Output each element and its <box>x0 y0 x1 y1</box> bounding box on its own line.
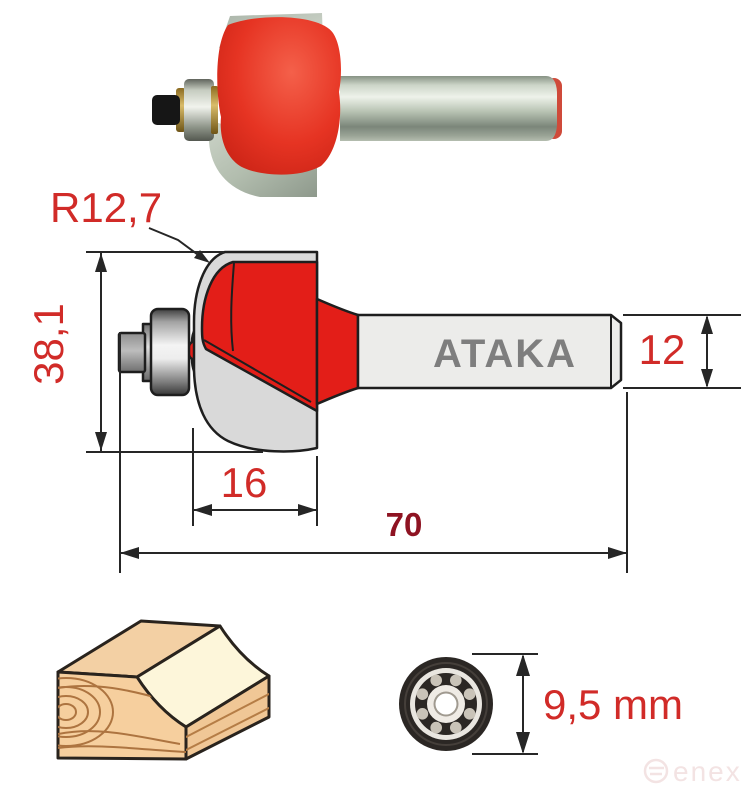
technical-drawing: ATAKA 38,1 R12,7 12 <box>25 184 741 573</box>
bearing-balls <box>416 674 476 734</box>
photo-washer-right <box>211 86 218 134</box>
bearing-outer-highlight <box>404 662 488 746</box>
height-label: 38,1 <box>25 303 72 385</box>
overall-length-label: 70 <box>386 506 423 543</box>
drawing-cutter-body <box>200 260 319 413</box>
watermark: enex <box>643 756 742 787</box>
radius-label: R12,7 <box>50 184 162 231</box>
watermark-logo-icon <box>643 758 669 784</box>
drawing-flute-line <box>230 262 235 352</box>
dimension-radius: R12,7 <box>50 184 210 263</box>
drawing-cutting-face-line <box>203 339 312 403</box>
bearing-illustration: 9,5 mm <box>399 653 683 755</box>
dimension-shank-diameter: 12 <box>623 314 741 389</box>
photo-cutter-head <box>217 17 341 175</box>
bearing-bore <box>435 693 457 715</box>
photo-bearing <box>184 79 214 141</box>
photo-shank <box>340 76 557 141</box>
product-photo <box>152 13 562 197</box>
dimension-overall-length: 70 <box>119 332 628 573</box>
brand-label: ATAKA <box>433 332 577 376</box>
wood-grain-lip <box>186 692 269 752</box>
dimension-height: 38,1 <box>25 251 263 453</box>
drawing-screw <box>117 331 147 374</box>
shank-diameter-label: 12 <box>639 326 686 373</box>
cutting-length-label: 16 <box>221 459 268 506</box>
watermark-text: enex <box>673 756 742 787</box>
drawing-shank-neck <box>315 297 360 406</box>
wood-profile-illustration <box>56 619 271 761</box>
bearing-diameter-label: 9,5 mm <box>543 681 683 728</box>
dimension-cutting-length: 16 <box>192 428 318 526</box>
wood-grain-end <box>58 677 186 753</box>
drawing-bearing <box>149 307 191 397</box>
photo-lock-screw <box>152 95 180 125</box>
dimension-bearing-diameter: 9,5 mm <box>472 653 683 755</box>
drawing-shank <box>356 313 623 390</box>
